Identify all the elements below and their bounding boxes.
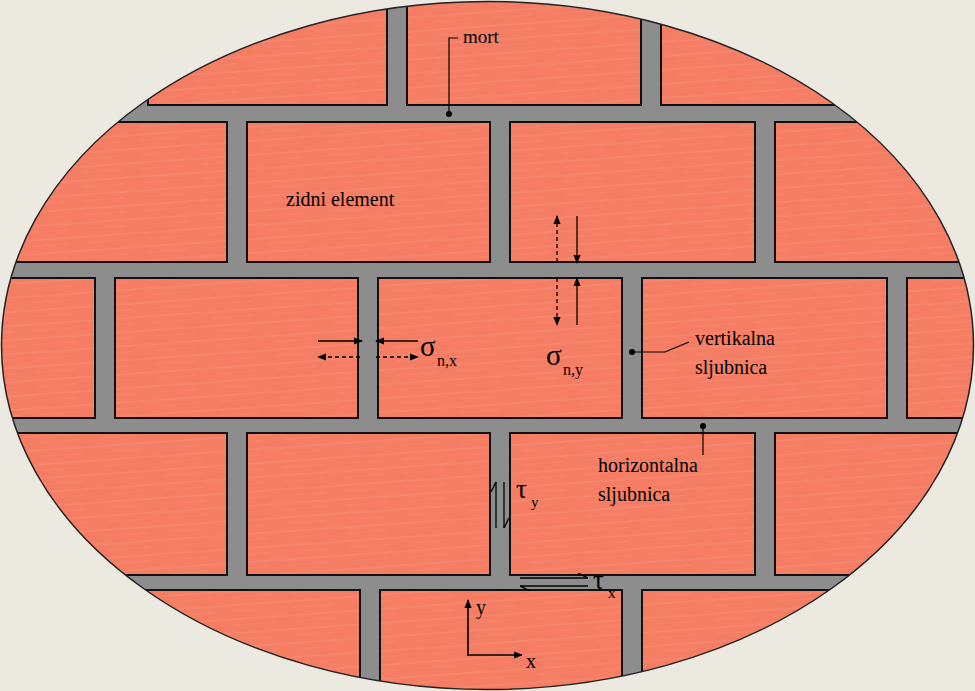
brick (0, 433, 227, 575)
brick (115, 278, 358, 418)
leader-line (449, 38, 458, 113)
stress-symbol: σ (546, 340, 562, 372)
stress-subscript: x (608, 585, 616, 602)
brick (0, 590, 95, 691)
brick (0, 0, 128, 105)
stress-subscript: n,x (437, 352, 457, 370)
brick (0, 122, 227, 262)
leader-label: mort (463, 27, 499, 48)
element-label: zidni element (286, 188, 394, 210)
leader-dot (700, 423, 706, 429)
brick (642, 590, 887, 691)
leader-line (702, 425, 703, 455)
brick (775, 122, 975, 262)
brick (407, 0, 641, 105)
shear-arrows-x (520, 578, 588, 586)
brick (247, 433, 490, 575)
brick (642, 278, 887, 418)
axis-label: x (526, 650, 536, 672)
brick (380, 590, 622, 691)
brick (510, 122, 755, 262)
brick (247, 122, 490, 262)
leader-line (632, 342, 689, 352)
stress-arrows-y (557, 216, 577, 325)
leader-label: horizontalna sljubnica (598, 451, 738, 509)
leader-label: vertikalna sljubnica (695, 324, 820, 382)
leader-dot (446, 111, 452, 117)
stress-symbol: τ (516, 475, 527, 505)
brick (661, 0, 900, 105)
stress-symbol: σ (420, 331, 436, 363)
stress-symbol: τ (593, 566, 604, 596)
brick (920, 0, 975, 105)
stress-subscript: y (531, 494, 539, 511)
leader-dot (629, 349, 635, 355)
brick (0, 278, 95, 418)
brick (907, 278, 975, 418)
brick (907, 590, 975, 691)
stress-subscript: n,y (563, 361, 583, 379)
shear-arrows-y (496, 482, 504, 528)
brick (378, 278, 622, 418)
axis-label: y (476, 596, 486, 618)
stress-arrows-x (318, 341, 418, 357)
brick (510, 433, 755, 575)
axes (467, 600, 522, 656)
